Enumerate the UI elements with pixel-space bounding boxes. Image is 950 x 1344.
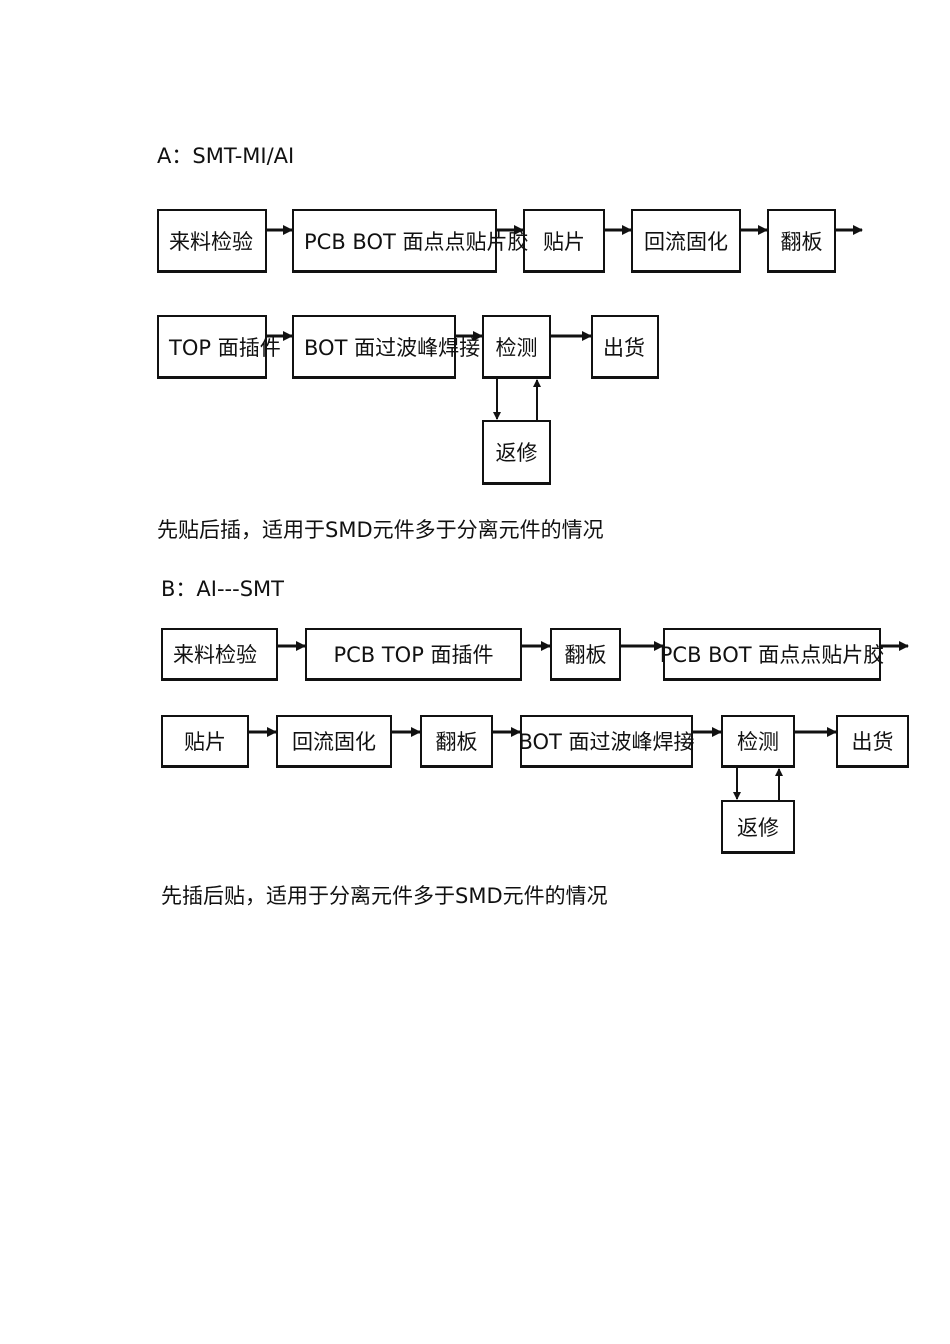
step-flip-board: 翻板 [550, 628, 621, 681]
step-flip-board-2: 翻板 [420, 715, 493, 768]
step-wave-solder: BOT 面过波峰焊接 [292, 315, 480, 379]
section-a-caption: 先贴后插，适用于SMD元件多于分离元件的情况 [157, 518, 604, 542]
step-incoming-inspection: 来料检验 [161, 628, 278, 681]
step-bot-glue: PCB BOT 面点点贴片胶 [660, 628, 884, 681]
step-bot-glue: PCB BOT 面点点贴片胶 [292, 209, 528, 273]
step-top-insertion: TOP 面插件 [157, 315, 281, 379]
step-top-insertion: PCB TOP 面插件 [305, 628, 522, 681]
section-b-title: B：AI---SMT [161, 577, 284, 601]
section-b-arrows [248, 641, 909, 737]
step-shipping: 出货 [591, 315, 659, 379]
step-wave-solder: BOT 面过波峰焊接 [518, 715, 695, 768]
step-flip-board: 翻板 [767, 209, 836, 273]
step-repair: 返修 [482, 420, 551, 485]
step-reflow-cure: 回流固化 [631, 209, 741, 273]
step-incoming-inspection: 来料检验 [157, 209, 267, 273]
section-a-arrows [266, 225, 863, 341]
step-placement: 贴片 [523, 209, 605, 273]
step-reflow-cure: 回流固化 [276, 715, 392, 768]
section-b-caption: 先插后贴，适用于分离元件多于SMD元件的情况 [161, 884, 608, 908]
step-placement: 贴片 [161, 715, 249, 768]
step-repair: 返修 [721, 800, 795, 854]
section-a-title: A：SMT-MI/AI [157, 144, 295, 168]
step-inspection: 检测 [482, 315, 551, 379]
step-inspection: 检测 [721, 715, 795, 768]
step-shipping: 出货 [836, 715, 909, 768]
